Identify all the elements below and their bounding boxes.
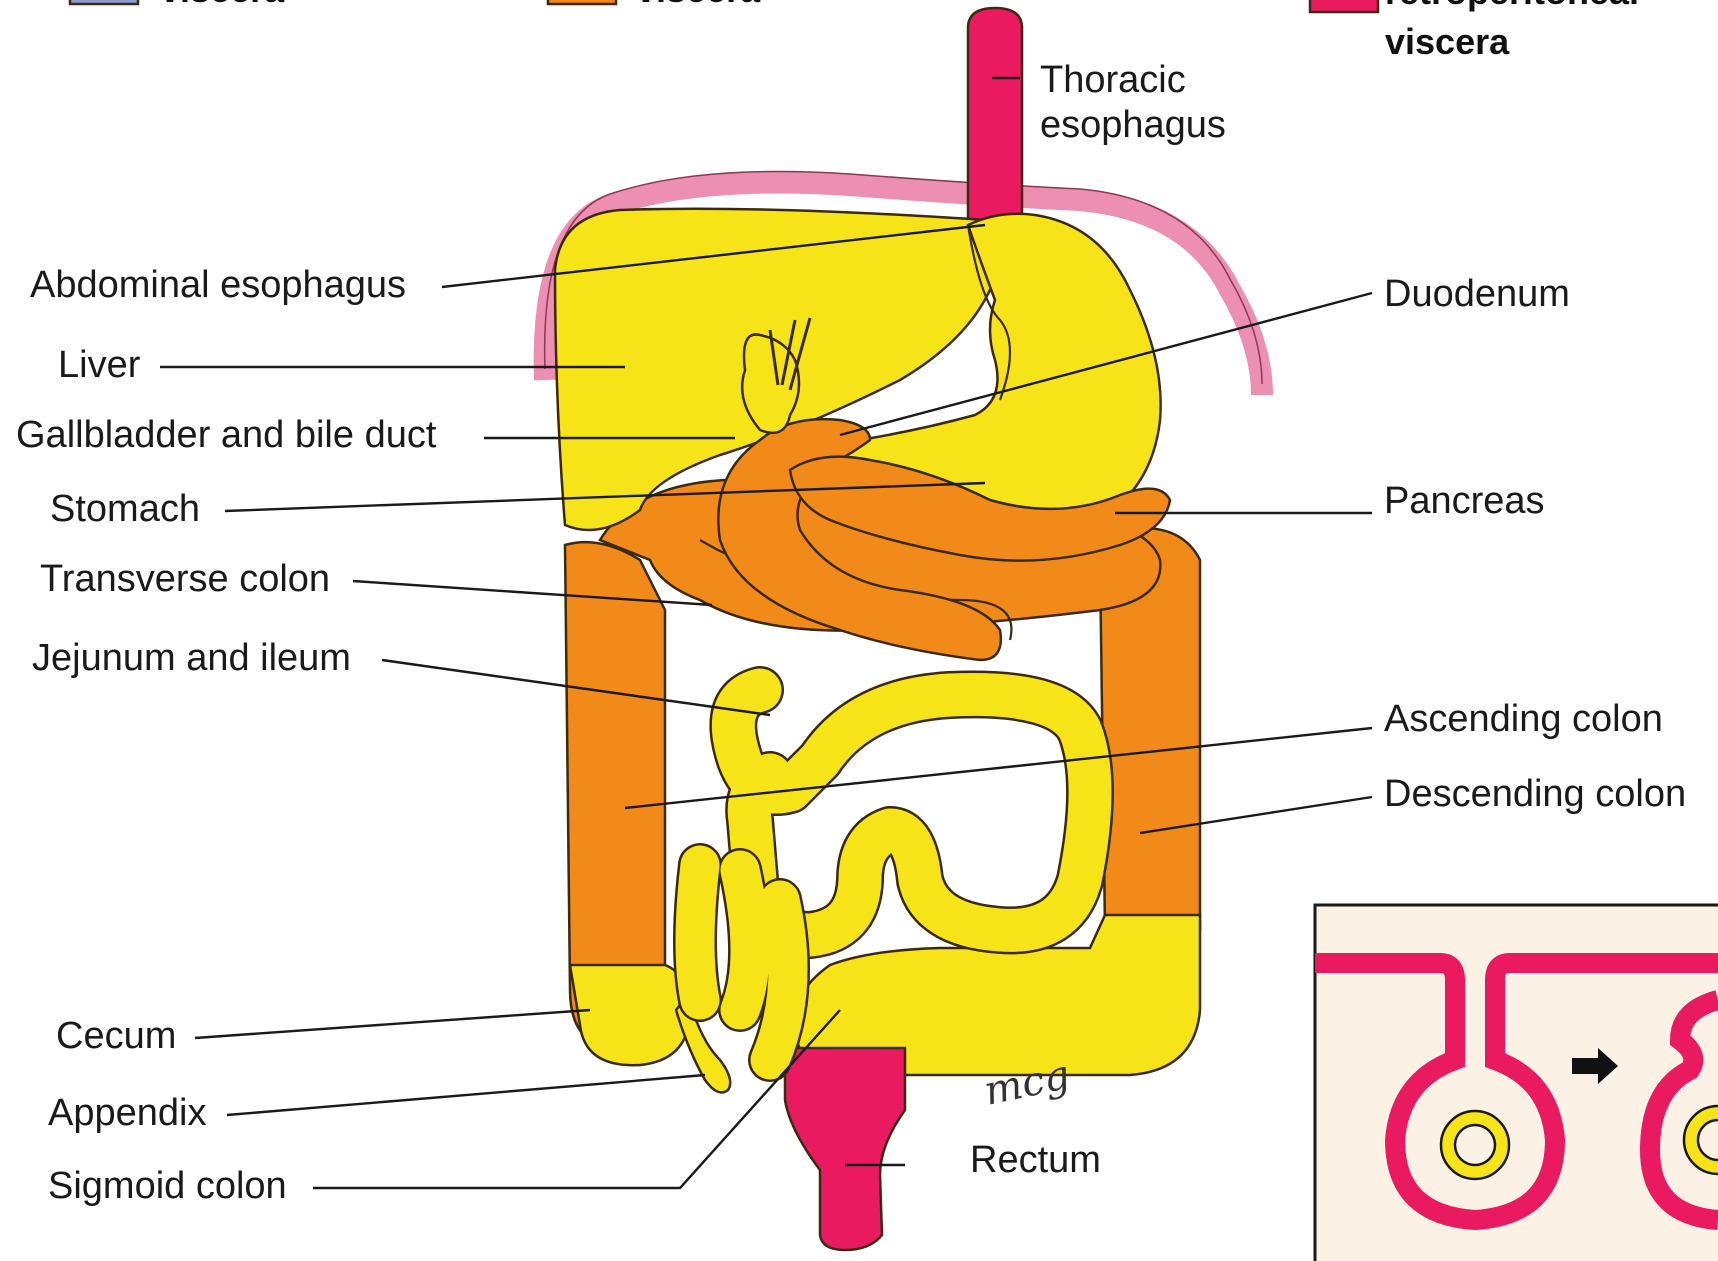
label-thoracic-esophagus-line2: esophagus — [1040, 104, 1226, 146]
label-liver: Liver — [58, 344, 141, 386]
label-gallbladder: Gallbladder and bile duct — [16, 414, 437, 456]
label-abdominal-esophagus: Abdominal esophagus — [30, 264, 406, 306]
label-transverse-colon: Transverse colon — [40, 558, 330, 600]
label-stomach: Stomach — [50, 488, 200, 530]
legend: viscera viscera retroperitoneal viscera — [70, 0, 1639, 62]
label-appendix: Appendix — [48, 1092, 206, 1134]
label-duodenum: Duodenum — [1384, 273, 1570, 315]
legend-item-2-label: viscera — [636, 0, 761, 10]
inset-panel — [1315, 905, 1718, 1261]
label-pancreas: Pancreas — [1384, 480, 1545, 522]
label-cecum: Cecum — [56, 1015, 176, 1057]
legend-item-3-label-line2: viscera — [1385, 21, 1510, 62]
label-ascending-colon: Ascending colon — [1384, 698, 1663, 740]
legend-swatch-1 — [70, 0, 138, 4]
legend-swatch-3 — [1310, 0, 1378, 12]
label-descending-colon: Descending colon — [1384, 773, 1686, 815]
label-sigmoid-colon: Sigmoid colon — [48, 1165, 287, 1207]
rectum — [785, 1048, 905, 1250]
thoracic-esophagus — [968, 8, 1022, 225]
legend-swatch-2 — [548, 0, 616, 4]
legend-item-3-label-line1: retroperitoneal — [1385, 0, 1639, 12]
label-rectum: Rectum — [970, 1139, 1101, 1181]
cecum — [570, 965, 690, 1065]
label-thoracic-esophagus-line1: Thoracic — [1040, 59, 1186, 101]
label-jejunum-ileum: Jejunum and ileum — [32, 637, 351, 679]
legend-item-1-label: viscera — [160, 0, 285, 10]
